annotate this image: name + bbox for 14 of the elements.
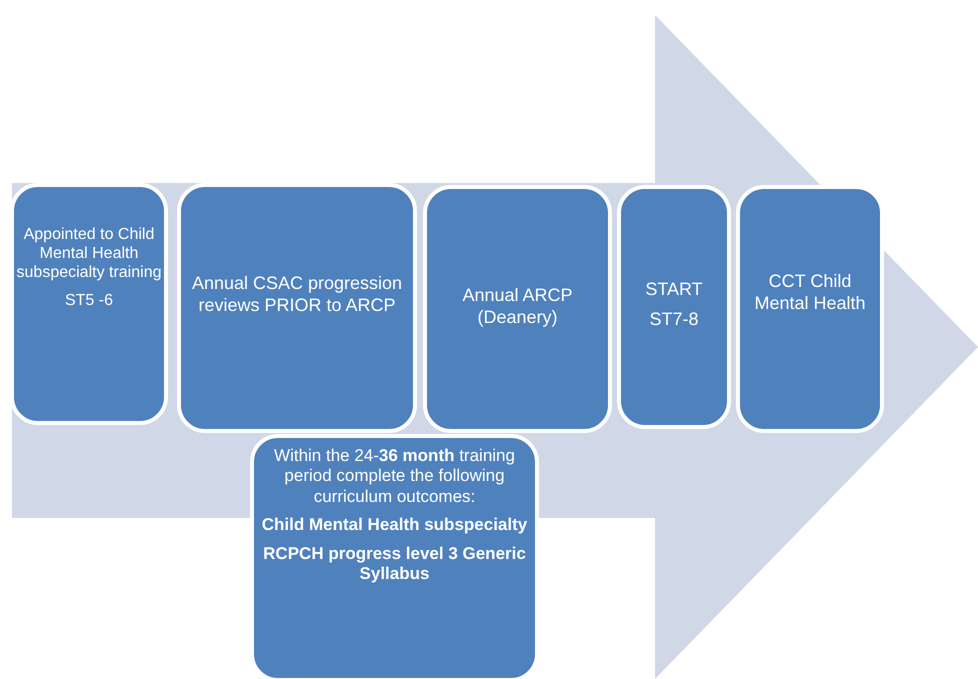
stage-text: START bbox=[645, 279, 703, 301]
stage-text: Child Mental Health subspecialty bbox=[262, 515, 528, 536]
stage-text: ST5 -6 bbox=[64, 290, 113, 310]
stage-text: ST7-8 bbox=[649, 308, 699, 330]
stage-text: CCT Child Mental Health bbox=[753, 271, 867, 314]
stage-text: Appointed to Child Mental Health subspecialty training bbox=[16, 225, 162, 283]
stage-text: Annual CSAC progression reviews PRIOR to ARCP bbox=[190, 273, 404, 316]
stage-box bbox=[423, 185, 612, 433]
stage-box bbox=[177, 183, 417, 433]
stage-text: Annual ARCP (Deanery) bbox=[461, 285, 574, 328]
stage-text: Within the 24-36 month training period complete the following curriculum outcomes: bbox=[273, 446, 516, 508]
stage-box bbox=[617, 185, 731, 429]
stage-box bbox=[736, 185, 884, 433]
stage-text: RCPCH progress level 3 Generic Syllabus bbox=[262, 544, 527, 584]
